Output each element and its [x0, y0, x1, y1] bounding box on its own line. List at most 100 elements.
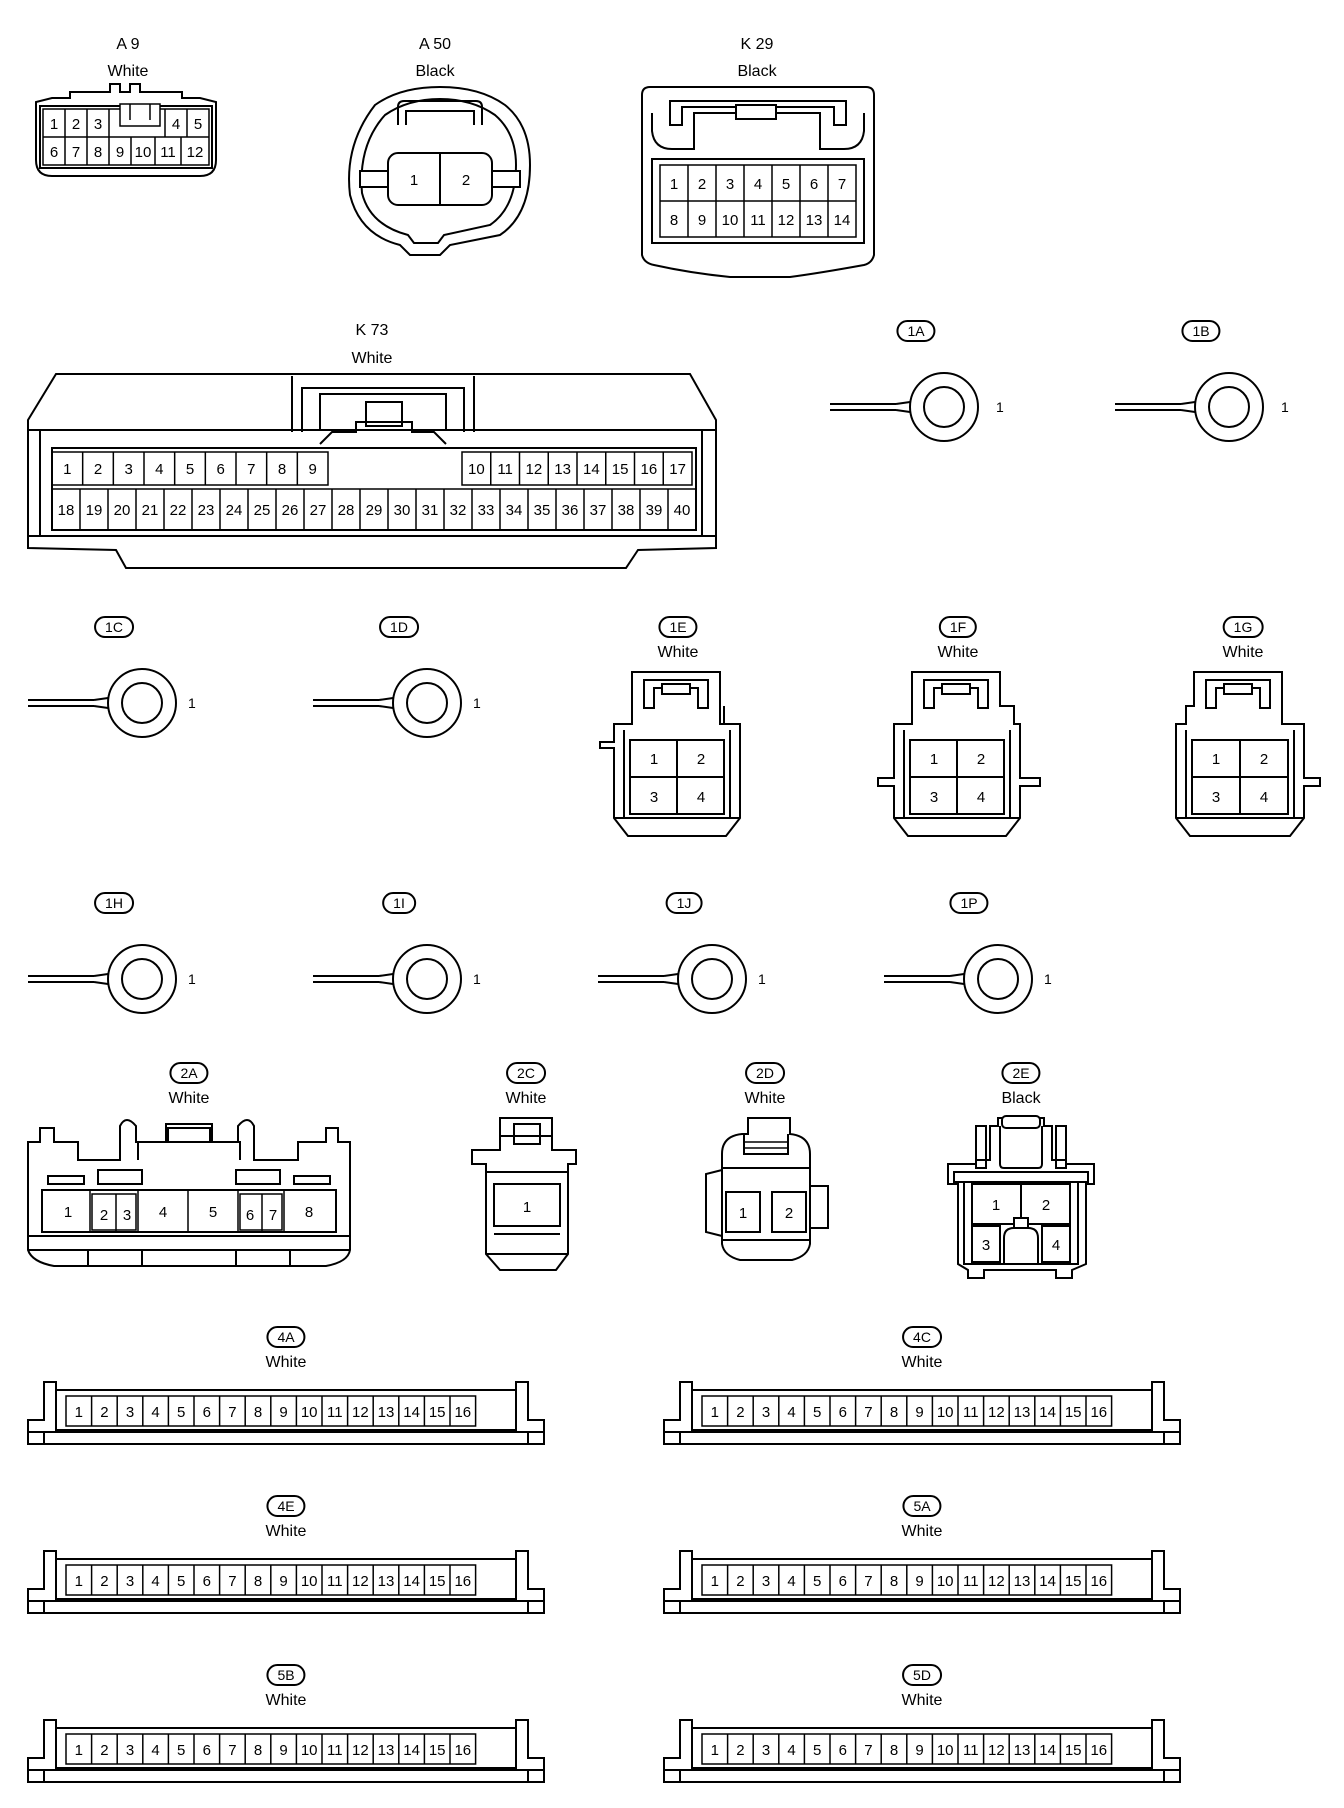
- pin-label: 3: [126, 1742, 134, 1759]
- connector-1g-code: 1G: [1222, 616, 1264, 638]
- connector-k29-color: Black: [737, 63, 777, 80]
- connector-1a-diagram: 1: [830, 372, 1004, 442]
- pin-label: 10: [937, 1573, 954, 1590]
- pin-label: 2: [698, 176, 706, 193]
- pin-label: 4: [1052, 1237, 1060, 1254]
- connector-a50-diagram: 1 2: [348, 85, 532, 256]
- pin-label: 6: [216, 461, 224, 478]
- pin-label: 1: [930, 751, 938, 768]
- pin-label: 7: [228, 1742, 236, 1759]
- pin-label: 8: [278, 461, 286, 478]
- pin-label: 11: [327, 1404, 343, 1421]
- connector-1c-code: 1C: [94, 616, 134, 638]
- pin-label: 21: [142, 502, 159, 519]
- pin-label: 8: [890, 1404, 898, 1421]
- pin-label: 12: [988, 1573, 1005, 1590]
- pin-label: 14: [1039, 1404, 1056, 1421]
- pin-label: 12: [526, 461, 543, 478]
- pin-label: 16: [1090, 1404, 1107, 1421]
- pin-label: 8: [890, 1742, 898, 1759]
- pin-label: 4: [1260, 789, 1268, 806]
- connector-4e-code: 4E: [266, 1495, 306, 1517]
- pin-label: 17: [669, 461, 686, 478]
- connector-k73-color: White: [351, 350, 393, 367]
- pin-label: 4: [787, 1573, 795, 1590]
- connector-1j-diagram: 1: [598, 944, 766, 1014]
- pin-label: 2: [697, 751, 705, 768]
- pin-label: 16: [1090, 1573, 1107, 1590]
- pin-label: 9: [279, 1742, 287, 1759]
- pin-label: 15: [429, 1573, 446, 1590]
- connector-5a-code: 5A: [902, 1495, 942, 1517]
- pin-label: 8: [94, 144, 102, 161]
- pin-label: 3: [126, 1573, 134, 1590]
- connector-5a-color: White: [901, 1523, 943, 1540]
- pin-label: 36: [562, 502, 579, 519]
- pin-label: 1: [1044, 971, 1052, 987]
- pin-label: 13: [378, 1404, 395, 1421]
- pin-label: 12: [988, 1742, 1005, 1759]
- pin-label: 4: [151, 1573, 159, 1590]
- pin-label: 7: [838, 176, 846, 193]
- connector-2d-color: White: [744, 1090, 786, 1107]
- pin-label: 1: [523, 1199, 531, 1216]
- pin-label: 13: [378, 1742, 395, 1759]
- connector-1a-code: 1A: [896, 320, 936, 342]
- pin-label: 5: [177, 1404, 185, 1421]
- pin-label: 9: [279, 1573, 287, 1590]
- pin-label: 8: [670, 212, 678, 229]
- pin-label: 11: [327, 1573, 343, 1590]
- connector-1p-code: 1P: [949, 892, 989, 914]
- pin-label: 16: [454, 1573, 471, 1590]
- pin-label: 3: [94, 116, 102, 133]
- pin-label: 1: [188, 971, 196, 987]
- connector-2c-color: White: [505, 1090, 547, 1107]
- pin-label: 4: [787, 1742, 795, 1759]
- pin-label: 3: [1212, 789, 1220, 806]
- connector-1c-diagram: 1: [28, 668, 196, 738]
- connector-1p-diagram: 1: [884, 944, 1052, 1014]
- pin-label: 4: [172, 116, 180, 133]
- pin-label: 2: [977, 751, 985, 768]
- pin-label: 2: [100, 1742, 108, 1759]
- pin-label: 4: [697, 789, 705, 806]
- pin-label: 9: [308, 461, 316, 478]
- pin-label: 10: [301, 1742, 318, 1759]
- connector-2e-color: Black: [1001, 1090, 1041, 1107]
- pin-label: 10: [937, 1742, 954, 1759]
- pin-label: 10: [468, 461, 485, 478]
- pin-label: 30: [394, 502, 411, 519]
- pin-label: 1: [410, 172, 418, 189]
- connector-1g-diagram: 1 2 3 4: [1175, 671, 1321, 837]
- pin-label: 3: [124, 461, 132, 478]
- pin-label: 5: [782, 176, 790, 193]
- connector-2e-diagram: 1 2 3 4: [947, 1115, 1095, 1279]
- pin-label: 3: [726, 176, 734, 193]
- connector-2a-diagram: 1 2 3 4 5 6 7 8: [27, 1119, 351, 1267]
- pin-label: 5: [813, 1742, 821, 1759]
- pin-label: 8: [305, 1204, 313, 1221]
- pin-label: 2: [736, 1742, 744, 1759]
- connector-1f-diagram: 1 2 3 4: [877, 671, 1041, 837]
- pin-label: 1: [739, 1205, 747, 1222]
- pin-label: 16: [641, 461, 658, 478]
- pin-label: 11: [750, 212, 766, 229]
- pin-label: 11: [327, 1742, 343, 1759]
- pin-label: 14: [403, 1404, 420, 1421]
- connector-1i-code: 1I: [382, 892, 416, 914]
- pin-label: 3: [762, 1573, 770, 1590]
- connector-a50-code: A 50: [418, 36, 452, 53]
- pin-label: 9: [915, 1742, 923, 1759]
- pin-label: 5: [194, 116, 202, 133]
- pin-label: 1: [996, 399, 1004, 415]
- pin-label: 13: [554, 461, 571, 478]
- pin-label: 1: [50, 116, 58, 133]
- pin-label: 6: [839, 1404, 847, 1421]
- pin-label: 7: [228, 1404, 236, 1421]
- pin-label: 23: [198, 502, 215, 519]
- pin-label: 18: [58, 502, 75, 519]
